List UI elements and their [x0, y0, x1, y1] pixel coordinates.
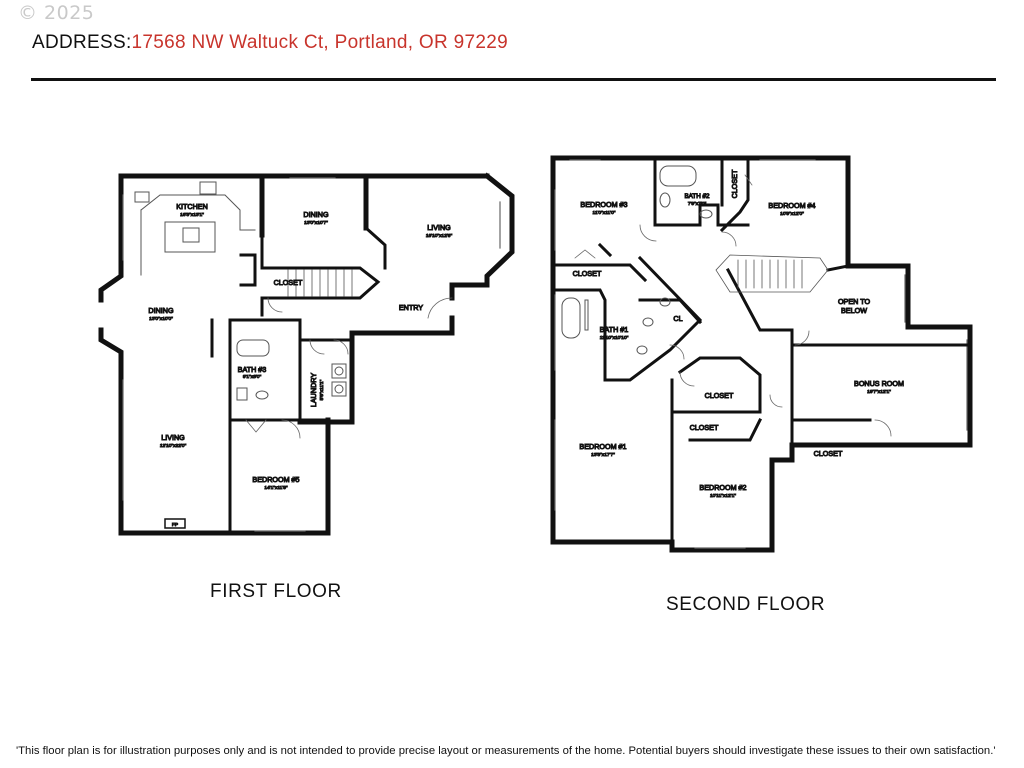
room-label-below: BELOW	[841, 306, 867, 315]
address-line: ADDRESS:17568 NW Waltuck Ct, Portland, O…	[32, 32, 508, 54]
room-dims-laundry: 5'6"x11'1"	[319, 379, 325, 400]
room-label-living-top: LIVING	[427, 223, 451, 232]
room-label-bedroom4: BEDROOM #4	[768, 201, 815, 210]
room-dims-bedroom5: 14'1"x11'9"	[264, 485, 288, 491]
room-label-bath2: BATH #2	[684, 193, 710, 200]
room-label-kitchen: KITCHEN	[176, 202, 208, 211]
room-label-bedroom2: BEDROOM #2	[699, 483, 746, 492]
room-dims-bonus-room: 19'7"x12'1"	[867, 389, 891, 395]
room-label-entry: ENTRY	[399, 303, 423, 312]
room-label-bedroom3: BEDROOM #3	[580, 200, 627, 209]
header-divider	[31, 78, 996, 81]
room-label-closet-b3: CLOSET	[573, 269, 602, 278]
room-label-bonus-room: BONUS ROOM	[854, 379, 904, 388]
room-dims-dining-left: 13'0"x10'0"	[149, 316, 173, 322]
room-dims-bedroom2: 10'11"x12'1"	[710, 493, 736, 499]
first-floor-title: FIRST FLOOR	[210, 581, 342, 602]
room-dims-bedroom4: 10'9"x12'0"	[780, 211, 804, 217]
fireplace-label: FP	[172, 522, 178, 528]
room-label-closet-mid2: CLOSET	[690, 423, 719, 432]
room-label-closet-bonus: CLOSET	[814, 449, 843, 458]
room-label-closet-vertical: CLOSET	[730, 169, 739, 198]
room-label-dining-left: DINING	[148, 306, 174, 315]
room-label-bedroom5: BEDROOM #5	[252, 475, 299, 484]
room-dims-bath3: 9'1"x8'0"	[243, 374, 262, 380]
second-floor-title: SECOND FLOOR	[666, 594, 826, 615]
room-label-closet: CLOSET	[274, 278, 303, 287]
room-dims-living-left: 12'10"x22'0"	[160, 443, 187, 449]
room-dims-kitchen: 16'3"x13'1"	[180, 212, 204, 218]
room-label-laundry: LAUNDRY	[309, 373, 318, 407]
room-dims-living-top: 16'10"x12'6"	[426, 233, 453, 239]
disclaimer-text: 'This floor plan is for illustration pur…	[16, 745, 996, 757]
room-dims-bath2: 7'9"x7'0"	[688, 201, 707, 207]
room-label-cl: CL	[673, 314, 682, 323]
first-floor-plan: KITCHEN 16'3"x13'1" DINING 13'0"x10'7" L…	[98, 172, 515, 536]
address-label: ADDRESS:	[32, 32, 132, 53]
room-label-open-to: OPEN TO	[838, 297, 870, 306]
room-label-living-left: LIVING	[161, 433, 185, 442]
room-label-bath3: BATH #3	[238, 365, 267, 374]
address-value: 17568 NW Waltuck Ct, Portland, OR 97229	[131, 32, 508, 53]
room-dims-bath1: 11'10"x10'10"	[600, 335, 629, 341]
copyright-watermark: © 2025	[18, 2, 95, 24]
room-label-bedroom1: BEDROOM #1	[579, 442, 626, 451]
room-label-bath1: BATH #1	[600, 325, 629, 334]
second-floor-plan: BEDROOM #3 11'0"x11'0" BATH #2 7'9"x7'0"…	[550, 155, 973, 553]
room-label-closet-mid: CLOSET	[705, 391, 734, 400]
room-label-dining-top: DINING	[303, 210, 329, 219]
room-dims-bedroom3: 11'0"x11'0"	[593, 210, 616, 216]
room-dims-dining-top: 13'0"x10'7"	[304, 220, 328, 226]
room-dims-bedroom1: 13'3"x17'7"	[591, 452, 615, 458]
